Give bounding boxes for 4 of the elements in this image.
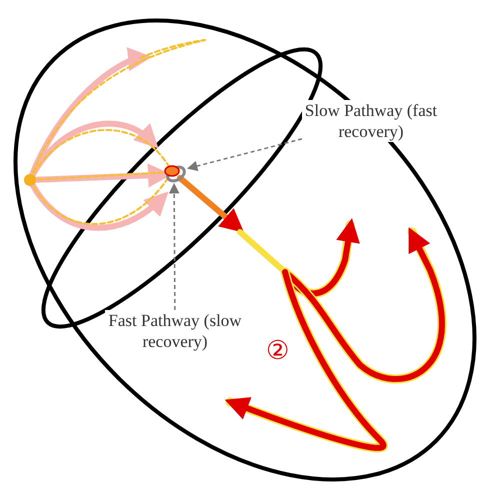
- leader-line: [186, 138, 302, 172]
- pathway-label: Slow Pathway (fast recovery): [302, 100, 440, 142]
- leader-line: [168, 182, 180, 310]
- callout-number: ②: [266, 336, 290, 366]
